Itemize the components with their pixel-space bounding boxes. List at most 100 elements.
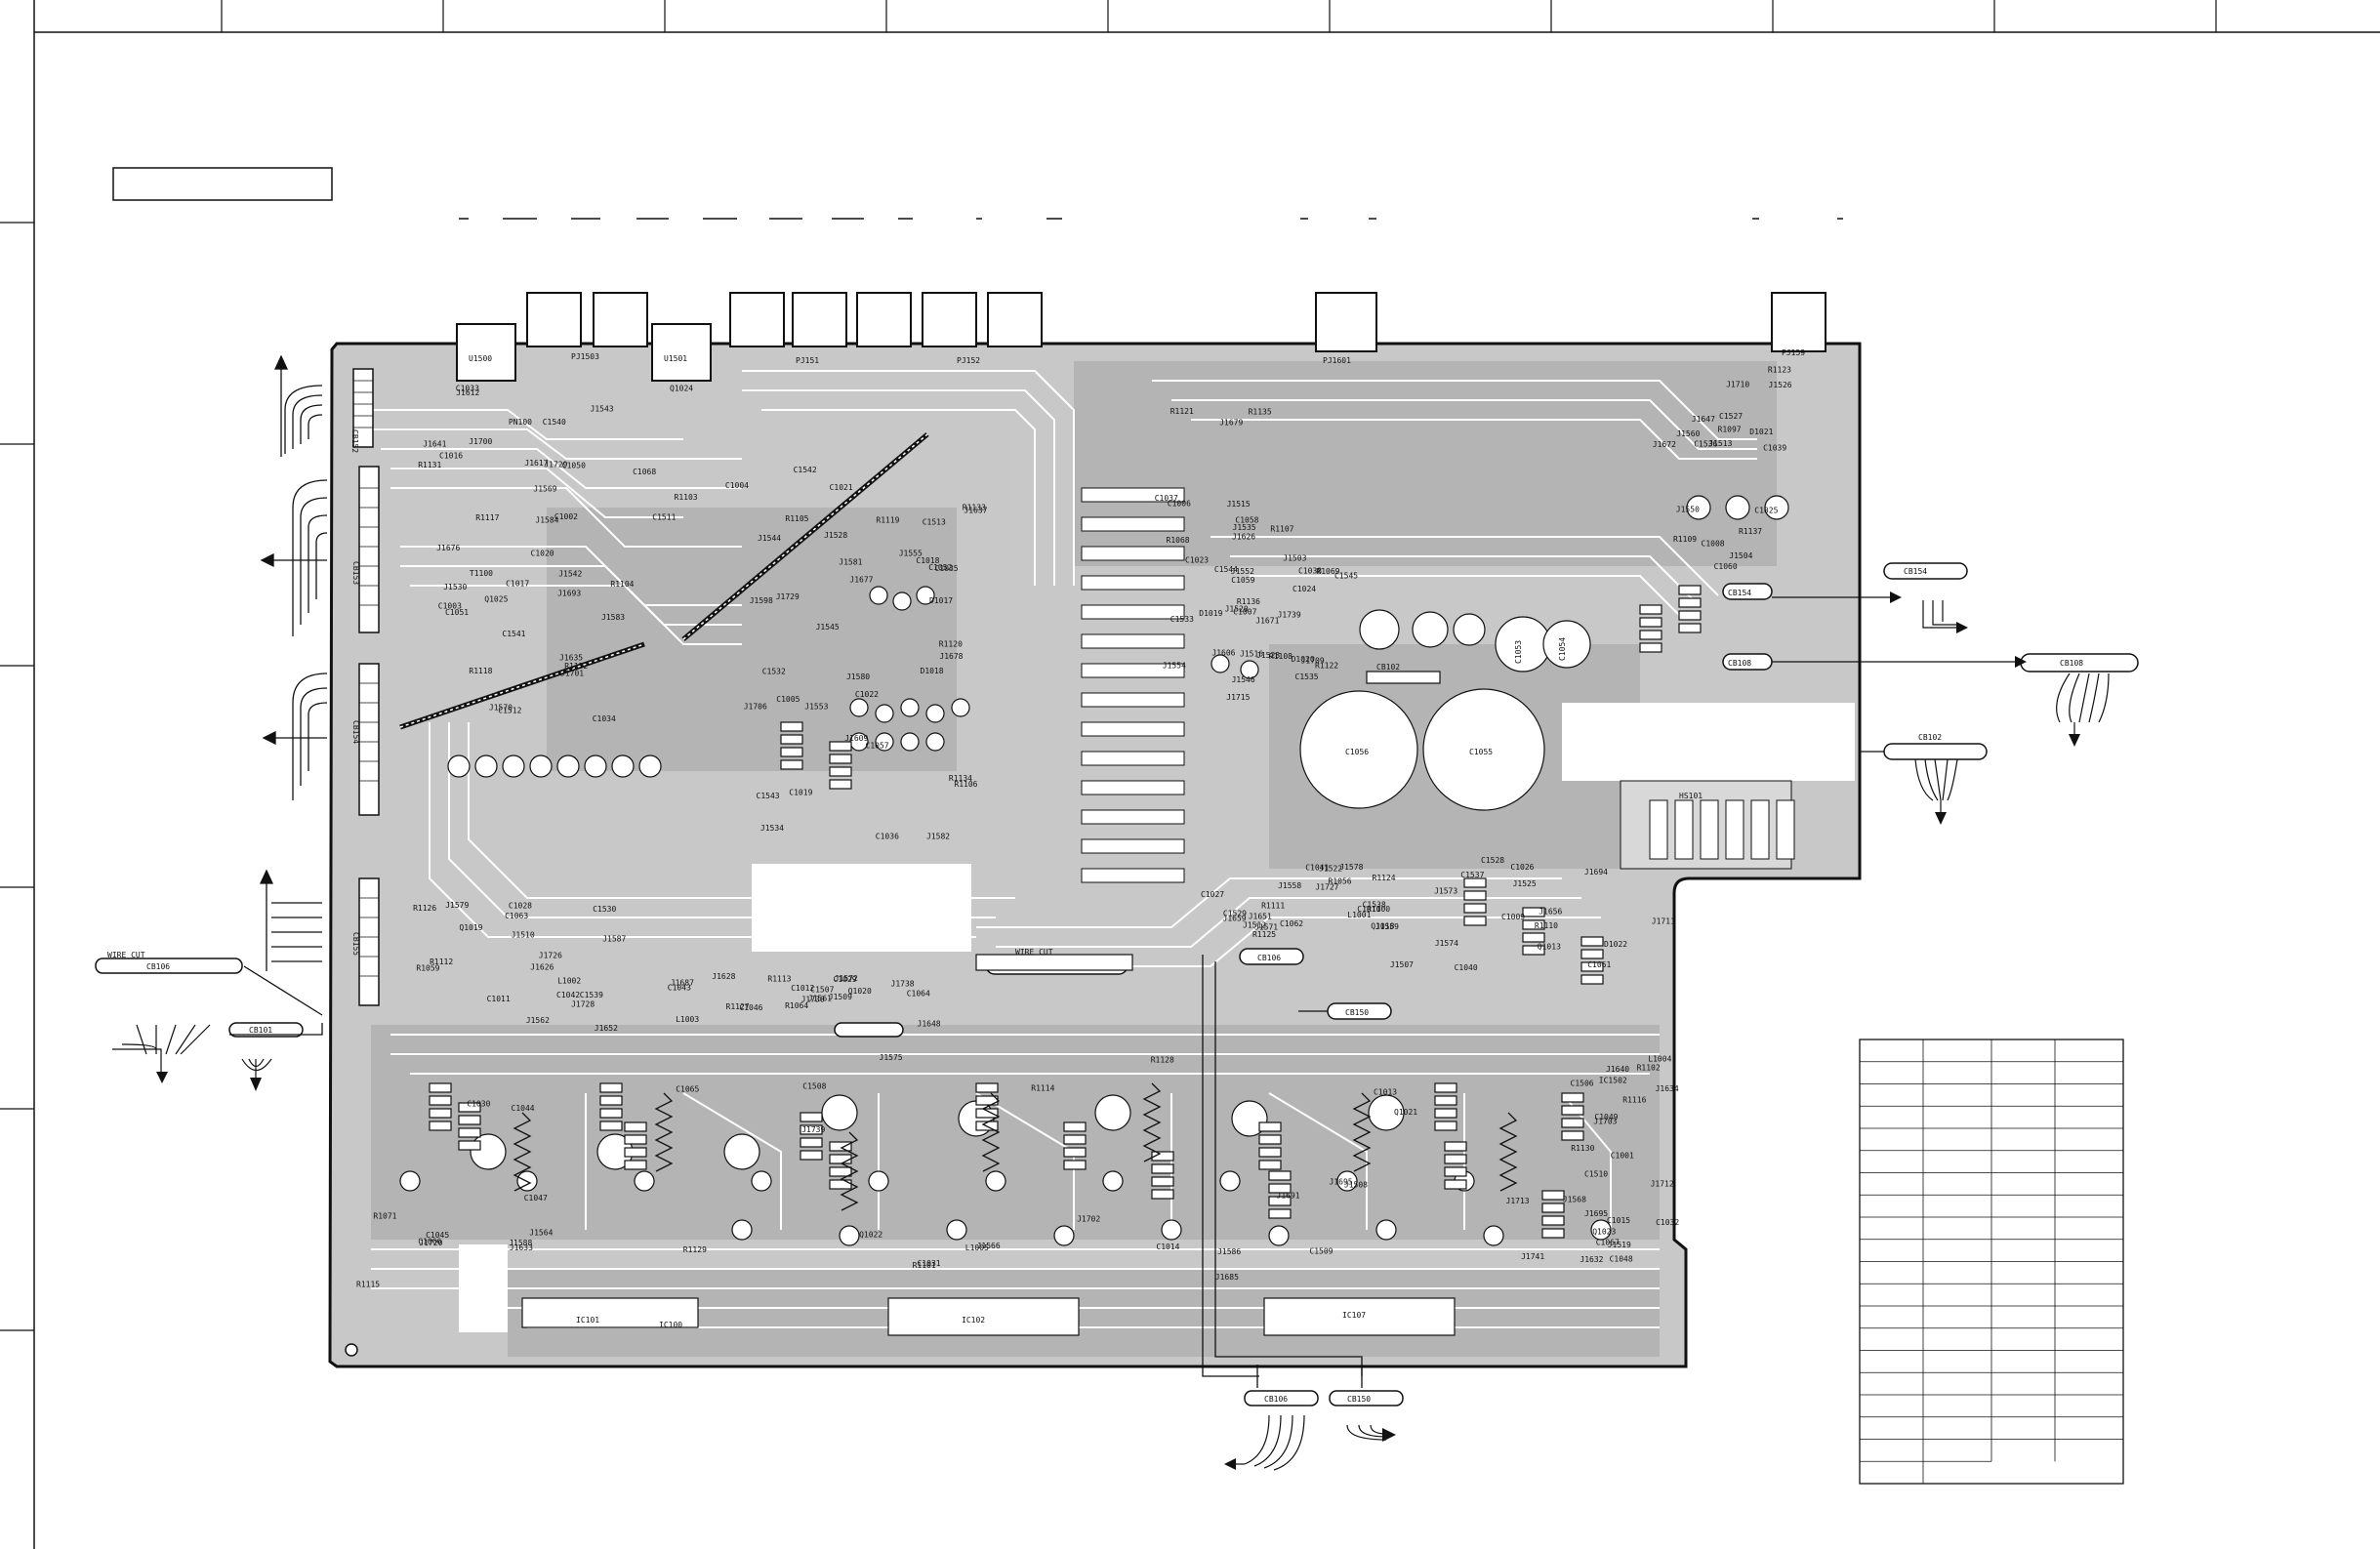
reference-label: C1015 [1607,1216,1630,1225]
reference-label: J1659 [1223,915,1247,923]
resistor-footprint [829,1179,852,1190]
reference-label: J1503 [1283,553,1306,562]
reference-label: R1132 [564,662,588,671]
reference-label: R1108 [1269,652,1293,661]
capacitor-footprint [821,1094,858,1131]
reference-label: J1513 [1708,439,1732,448]
resistor-footprint [829,1141,852,1152]
reference-label: J1739 [801,1125,825,1134]
resistor-footprint [1268,1208,1292,1219]
reference-label: R1129 [683,1245,707,1254]
resistor-footprint [1063,1160,1087,1170]
reference-label: C1040 [1455,963,1478,972]
reference-label: C1067 [1596,1239,1620,1247]
reference-label: J1710 [1726,381,1749,389]
reference-label: C1047 [524,1194,548,1203]
reference-label: J1626 [1232,532,1255,541]
reference-label: J1528 [1256,651,1280,660]
resistor-footprint [1258,1134,1282,1145]
reference-label: J1656 [1539,907,1562,916]
resistor-footprint [1561,1130,1584,1141]
capacitor-footprint [556,754,580,778]
floating-connector-cb150-bottom: CB150 [1329,1365,1404,1442]
capacitor-footprint [723,1133,760,1170]
reference-label: C1018 [916,556,939,565]
capacitor-footprint [638,754,662,778]
capacitor-footprint [751,1170,772,1192]
reference-label: J1569 [533,484,556,493]
reference-label: C1544 [1214,565,1238,574]
reference-label: J1584 [535,515,558,524]
reference-label: D1019 [1199,609,1222,618]
reference-label: R1111 [1261,901,1285,910]
capacitor-footprint [925,732,945,752]
resistor-footprint [829,1166,852,1177]
reference-label: R1119 [876,516,899,525]
parts-table [1859,1039,2124,1485]
resistor-footprint [1268,1170,1292,1181]
capacitor-footprint [946,1219,967,1241]
reference-label: J1647 [1692,415,1715,424]
capacitor-footprint [892,591,912,611]
resistor-footprint [1580,949,1604,959]
floating-connector-cb154-right: CB154 [1772,562,1968,633]
reference-label: J1516 [1240,650,1263,659]
capacitor-footprint [1240,660,1259,679]
reference-label: L1001 [1347,911,1371,919]
reference-label: C1034 [593,714,616,723]
connector-cb106-bottom: CB106 [1264,1395,1288,1404]
reference-label: C1060 [1714,562,1738,571]
reference-label: J1598 [750,596,773,605]
reference-label: J1522 [1319,865,1342,874]
resistor-footprint [829,741,852,752]
capacitor-footprint [1336,1170,1358,1192]
reference-label: C1031 [918,1259,941,1268]
capacitor-footprint [474,754,498,778]
reference-label: J1550 [1676,506,1700,514]
reference-label: J1542 [558,569,582,578]
resistor-footprint [429,1095,452,1106]
small-components [399,495,1795,1246]
resistor-footprint [800,1137,823,1148]
reference-label: J1720 [419,1239,442,1247]
reference-label: C1024 [1293,585,1316,593]
resistor-footprint [800,1124,823,1135]
reference-label: C1002 [554,512,578,521]
resistor-footprint [1444,1154,1467,1164]
reference-label: R1137 [1739,527,1762,536]
reference-label: J1738 [891,980,915,989]
reference-label: J1730 [801,996,825,1004]
reference-label: J1671 [1255,617,1279,626]
reference-label: T1100 [470,569,493,578]
connector-cb150-bottom: CB150 [1347,1395,1371,1404]
reference-label: R1056 [1329,877,1352,886]
reference-label: Q1020 [848,987,872,996]
reference-label: C1009 [1501,913,1525,921]
reference-label: J1573 [1434,887,1457,896]
reference-label: C1023 [1185,556,1209,565]
reference-labels: J1729J1530J1528J1534J1535J1528J1526J1525… [356,366,1792,1289]
reference-label: J1570 [489,703,513,712]
resistor-footprint [458,1115,481,1125]
reference-label: C1065 [676,1085,699,1094]
ic-ic102: IC102 [962,1316,985,1325]
reference-label: C1540 [543,418,566,427]
resistor-footprint [1151,1163,1174,1174]
reference-label: Q1019 [459,923,482,932]
reference-label: R1112 [430,958,453,966]
resistor-footprint [1541,1190,1565,1201]
reference-label: C1033 [456,384,479,392]
reference-label: L1003 [676,1015,699,1024]
reference-label: J1553 [804,702,828,711]
resistor-footprint [1268,1196,1292,1206]
reference-label: J1635 [559,653,583,662]
reference-label: J1694 [1584,868,1608,876]
capacitor-footprint [900,698,920,717]
resistor-footprint [1434,1082,1457,1093]
resistor-footprint [1151,1189,1174,1200]
resistor-footprint [429,1108,452,1119]
reference-label: C1012 [791,984,814,993]
reference-label: J1703 [1593,1118,1617,1126]
resistor-footprint [1463,890,1487,901]
